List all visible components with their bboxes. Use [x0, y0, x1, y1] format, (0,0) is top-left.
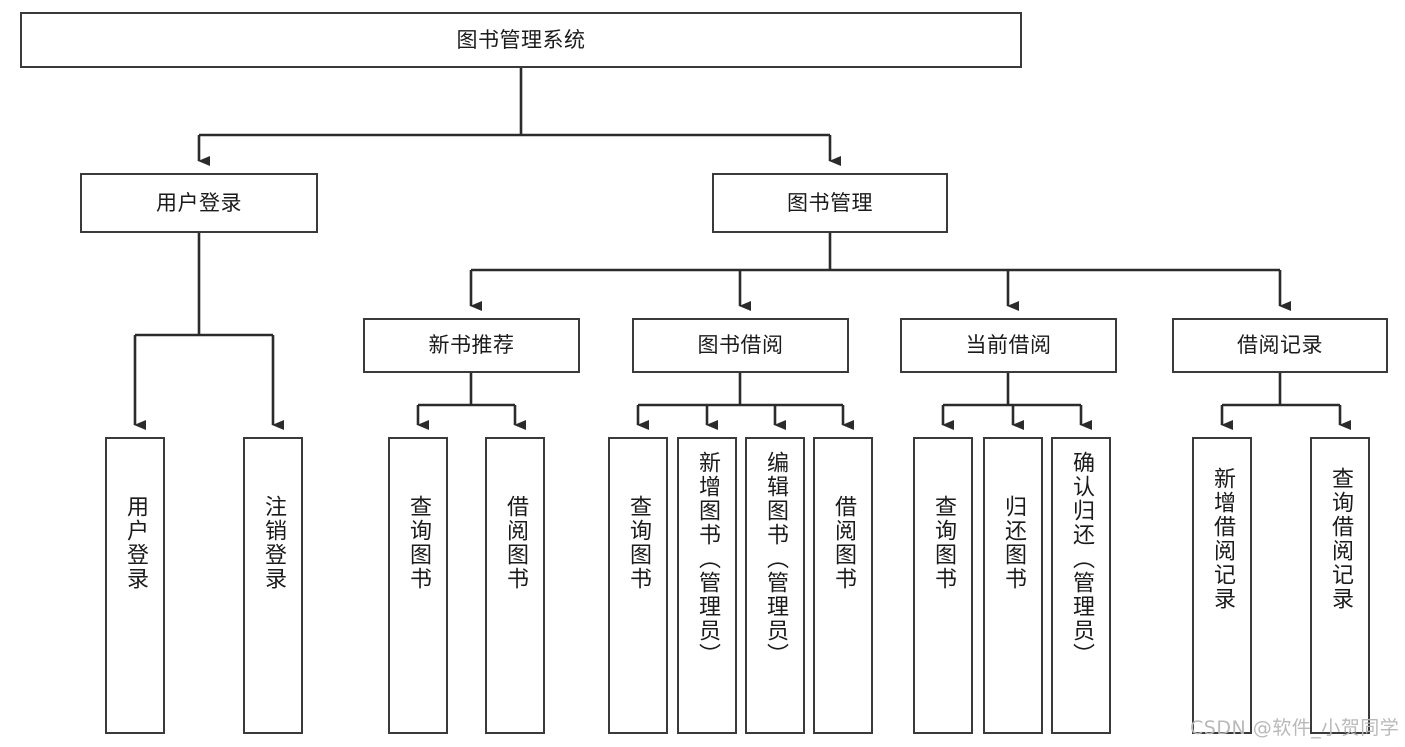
leaf-user-logout[interactable]: 注销登录 — [243, 437, 303, 734]
node-label: 借阅图书 — [831, 495, 856, 591]
node-label: 归还图书 — [1001, 495, 1026, 591]
leaf-add-book-admin[interactable]: 新增图书（管理员） — [677, 437, 737, 734]
leaf-query-book-current[interactable]: 查询图书 — [913, 437, 973, 734]
leaf-query-book-borrow[interactable]: 查询图书 — [608, 437, 668, 734]
leaf-borrow-book[interactable]: 借阅图书 — [813, 437, 873, 734]
node-label: 新增图书（管理员） — [695, 451, 720, 667]
node-label: 图书管理 — [787, 190, 873, 215]
node-user-login[interactable]: 用户登录 — [80, 173, 318, 233]
node-label: 图书借阅 — [697, 333, 784, 358]
node-new-book-recommend[interactable]: 新书推荐 — [363, 318, 580, 373]
node-book-borrow[interactable]: 图书借阅 — [632, 318, 849, 373]
node-label: 查询图书 — [931, 495, 956, 591]
node-label: 用户登录 — [123, 495, 148, 591]
node-book-management[interactable]: 图书管理 — [712, 173, 948, 233]
node-label: 编辑图书（管理员） — [763, 451, 788, 667]
node-root-system[interactable]: 图书管理系统 — [20, 12, 1022, 68]
node-label: 借阅记录 — [1237, 333, 1323, 358]
leaf-user-login[interactable]: 用户登录 — [105, 437, 165, 734]
leaf-add-borrow-record[interactable]: 新增借阅记录 — [1192, 437, 1252, 734]
node-label: 确认归还（管理员） — [1069, 451, 1094, 667]
node-label: 注销登录 — [261, 495, 286, 591]
node-label: 查询图书 — [626, 495, 651, 591]
node-label: 新书推荐 — [428, 333, 515, 358]
leaf-query-book-recommend[interactable]: 查询图书 — [388, 437, 448, 734]
leaf-query-borrow-record[interactable]: 查询借阅记录 — [1310, 437, 1370, 734]
leaf-borrow-book-recommend[interactable]: 借阅图书 — [485, 437, 545, 734]
leaf-return-book[interactable]: 归还图书 — [983, 437, 1043, 734]
node-label: 用户登录 — [156, 190, 242, 215]
leaf-confirm-return-admin[interactable]: 确认归还（管理员） — [1051, 437, 1111, 734]
node-label: 借阅图书 — [503, 495, 528, 591]
node-label: 查询借阅记录 — [1328, 467, 1353, 611]
node-label: 当前借阅 — [965, 333, 1052, 358]
leaf-edit-book-admin[interactable]: 编辑图书（管理员） — [745, 437, 805, 734]
node-label: 图书管理系统 — [456, 27, 586, 52]
node-borrow-records[interactable]: 借阅记录 — [1172, 318, 1388, 373]
node-current-borrow[interactable]: 当前借阅 — [900, 318, 1117, 373]
node-label: 新增借阅记录 — [1210, 467, 1235, 611]
node-label: 查询图书 — [406, 495, 431, 591]
